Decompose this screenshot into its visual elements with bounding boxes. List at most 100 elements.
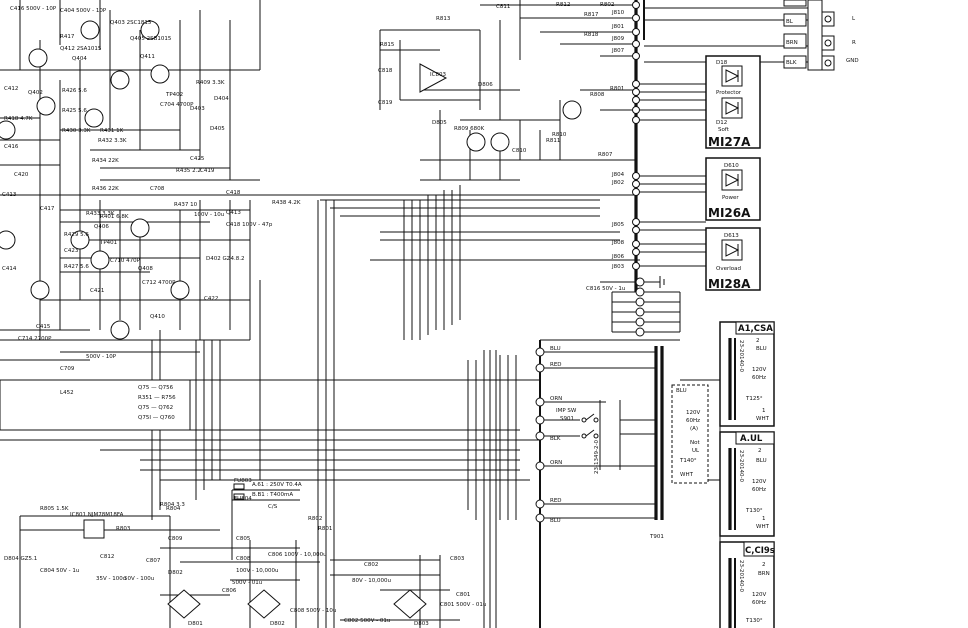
label-left-33: Q410 — [150, 314, 165, 320]
label-bottom-7: 50V - 100u — [124, 576, 154, 582]
label-bottom-14: C801 — [456, 592, 470, 598]
label-left-29: Q402 — [28, 90, 43, 96]
label-left-24: C425 — [190, 156, 205, 162]
tx-row-1: 120V — [686, 410, 700, 416]
transformer-aul: A.UL 23-20140-0 2 BLU 120V 60Hz T130° 1 … — [719, 431, 775, 537]
aul-row-4: T130° — [745, 508, 763, 514]
label-top-1: R417 — [60, 34, 75, 40]
label-bottom-4: C812 — [100, 554, 114, 560]
cci9s-row-1: BRN — [758, 571, 770, 577]
tx-row-6: T140° — [679, 458, 697, 464]
label-left-45: 500V - 10P — [86, 354, 117, 360]
label-bottom-12: C803 — [450, 556, 465, 562]
a1csa-title: A1,CSA — [738, 324, 773, 334]
label-bottom-16: D801 — [188, 621, 203, 627]
fuse-block: FU803 FU804 A.61 : 250V T0.4A B.B1 : T40… — [233, 478, 302, 510]
label-bottom-18: D803 — [414, 621, 429, 627]
cci9s-row-4: T130° — [745, 618, 763, 624]
label-left-39: TP401 — [99, 240, 117, 246]
label-left-34: Q411 — [140, 54, 155, 60]
out-group-l: L — [852, 16, 856, 22]
fuse-1: FU804 — [234, 496, 252, 502]
cci9s-part: 23-20140-0 — [738, 560, 744, 592]
label-bottom-8: C806 — [222, 588, 237, 594]
label-left-46: C709 — [60, 366, 75, 372]
label-left-5: R434 22K — [92, 158, 119, 164]
label-left-12: R427 5.6 — [64, 264, 89, 270]
label-top-8: R813 — [436, 16, 451, 22]
l452-row-3: Q75I — Q760 — [138, 415, 175, 421]
l452-row-2: Q75 — Q762 — [138, 405, 173, 411]
tx-part: 23-1349-2-0 — [594, 440, 600, 474]
label-left-36: C418 100V - 47p — [226, 222, 273, 228]
label-top-28: J808 — [611, 240, 625, 246]
wire-3: BLK — [550, 436, 561, 442]
label-bottom-29: D802 — [168, 570, 183, 576]
mi26a-led-text: Power — [722, 195, 739, 201]
wire-2: ORN — [550, 396, 562, 402]
label-left-15: C413 — [2, 192, 17, 198]
a1csa-part: 23-20140-0 — [738, 340, 744, 372]
out-label-1: BL — [786, 19, 794, 25]
transistor-symbols — [0, 20, 582, 619]
label-top-26: J805 — [611, 222, 625, 228]
label-left-13: C415 — [36, 324, 51, 330]
bottom-labels: R805 1.5K IC801 NJM78M18FA R803 C804 50V… — [4, 502, 486, 627]
label-bottom-3: C804 50V - 1u — [40, 568, 79, 574]
label-top-25: J804 — [611, 172, 625, 178]
fuse-label-1: B.B1 : T400mA — [252, 492, 293, 498]
out-label-2: BRN — [786, 40, 798, 46]
label-left-27: D404 — [214, 96, 229, 102]
label-left-37: C419 — [200, 168, 215, 174]
label-bottom-5: D804 GZ5.1 — [4, 556, 37, 562]
aul-row-2: 120V — [752, 479, 766, 485]
label-left-1: R425 5.6 — [62, 108, 87, 114]
mi27a-led2-text: Soft — [718, 127, 730, 133]
label-bottom-22: 100V - 10,000u — [236, 568, 278, 574]
a1csa-row-4: T125° — [745, 396, 763, 402]
label-left-40: TP402 — [165, 92, 183, 98]
t901-label: T901 — [649, 534, 664, 540]
label-top-13: D806 — [478, 82, 493, 88]
label-left-48: C708 — [150, 186, 165, 192]
tx-row-0: BLU — [676, 388, 687, 394]
label-bottom-17: D802 — [270, 621, 285, 627]
l452-ref: L452 — [60, 390, 74, 396]
label-bottom-9: C807 — [146, 558, 161, 564]
label-bottom-30: R804 — [166, 506, 181, 512]
label-left-0: R426 5.6 — [62, 88, 87, 94]
l452-box: L452 Q75 — Q756 R351 — R756 Q75 — Q762 Q… — [0, 379, 191, 431]
label-top-11: C819 — [378, 100, 393, 106]
label-top-29: J806 — [611, 254, 625, 260]
label-left-31: Q406 — [94, 224, 109, 230]
label-top-15: R808 — [590, 92, 605, 98]
label-top-23: R801 — [610, 86, 624, 92]
cci9s-row-0: 2 — [762, 562, 766, 568]
wire-4: ORN — [550, 460, 562, 466]
module-mi28a: D613 Overload MI28A — [705, 227, 761, 291]
label-top-18: C811 — [496, 4, 510, 10]
power-wire-labels: BLU RED ORN BLK ORN RED BLU IMP SW S901 — [550, 346, 599, 524]
label-left-22: C421 — [90, 288, 104, 294]
label-top-6: C404 500V - 10P — [60, 8, 107, 14]
tx-row-2: 60Hz — [686, 418, 700, 424]
label-top-7: IC803 — [430, 72, 446, 78]
tx-row-5: UL — [692, 448, 700, 454]
transformer-cci9s: C,CI9s 23-20140-0 2 BRN 120V 60Hz T130° — [719, 541, 775, 628]
wire-6: BLU — [550, 518, 561, 524]
label-left-41: C704 4700P — [160, 102, 194, 108]
mi28a-title: MI28A — [708, 277, 751, 291]
label-left-25: D402 GZ4.8.2 — [206, 256, 245, 262]
tx-row-4: Not — [690, 440, 700, 446]
aul-row-6: WHT — [756, 524, 770, 530]
label-left-30: Q404 — [72, 56, 87, 62]
label-bottom-27: R802 — [308, 516, 322, 522]
fuse-0: FU803 — [234, 478, 252, 484]
wire-5: RED — [550, 498, 562, 504]
aul-title: A.UL — [740, 434, 763, 444]
label-power-1: R817 — [584, 12, 599, 18]
cci9s-row-3: 60Hz — [752, 600, 766, 606]
mi27a-led1-text: Protector — [716, 90, 742, 96]
label-top-22: R802 — [600, 2, 614, 8]
label-bottom-19: R804 3.3 — [160, 502, 185, 508]
